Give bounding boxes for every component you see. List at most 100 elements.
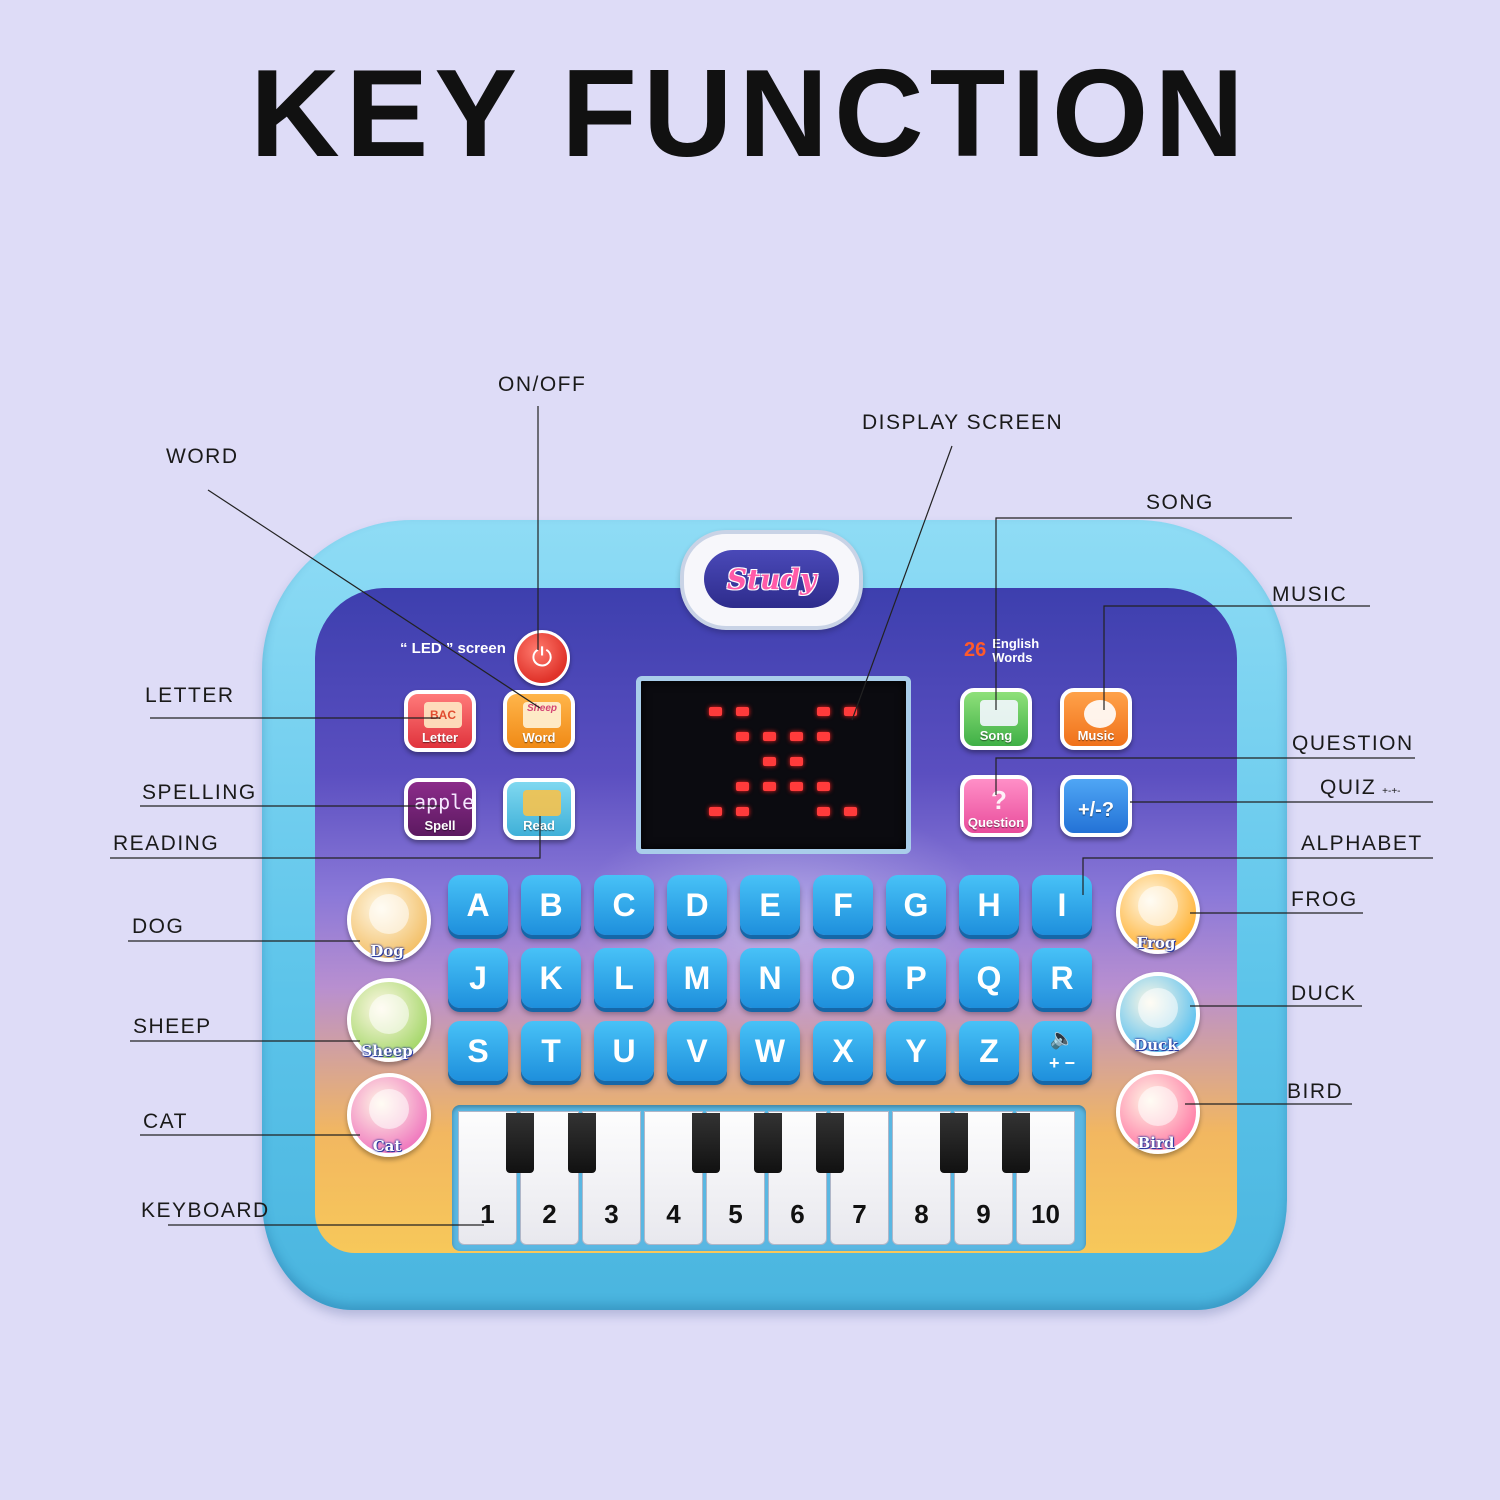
animal-label-duck: Duck (1134, 1036, 1178, 1054)
song-button[interactable]: Song (960, 688, 1032, 750)
key-n[interactable]: N (740, 948, 800, 1008)
piano-key-number: 2 (542, 1199, 557, 1229)
key-l[interactable]: L (594, 948, 654, 1008)
letter-blocks-icon: BAC (424, 702, 462, 728)
key-c[interactable]: C (594, 875, 654, 935)
led-dot (817, 807, 830, 816)
key-t[interactable]: T (521, 1021, 581, 1081)
led-dot (790, 757, 803, 766)
piano-key-10[interactable]: 10 (1016, 1111, 1075, 1245)
piano-key-number: 9 (976, 1199, 991, 1229)
key-g[interactable]: G (886, 875, 946, 935)
piano-key-number: 6 (790, 1199, 805, 1229)
piano-key-number: 8 (914, 1199, 929, 1229)
key-j[interactable]: J (448, 948, 508, 1008)
key-h[interactable]: H (959, 875, 1019, 935)
key-w[interactable]: W (740, 1021, 800, 1081)
led-dot (763, 732, 776, 741)
quiz-button[interactable]: +/-? (1060, 775, 1132, 837)
led-dot (709, 707, 722, 716)
letter-button[interactable]: BAC Letter (404, 690, 476, 752)
music-sheet-icon (980, 700, 1018, 726)
led-dot (844, 707, 857, 716)
key-m[interactable]: M (667, 948, 727, 1008)
key-k[interactable]: K (521, 948, 581, 1008)
key-a[interactable]: A (448, 875, 508, 935)
key-b[interactable]: B (521, 875, 581, 935)
power-button[interactable]: ⏻ (514, 630, 570, 686)
animal-label-cat: Cat (372, 1137, 402, 1155)
piano-black-key[interactable] (692, 1113, 720, 1173)
callout-duck: DUCK (1291, 982, 1357, 1005)
key-x[interactable]: X (813, 1021, 873, 1081)
led-dot (817, 782, 830, 791)
piano-key-number: 3 (604, 1199, 619, 1229)
piano-key-number: 5 (728, 1199, 743, 1229)
animal-label-frog: Frog (1136, 934, 1176, 952)
key-s[interactable]: S (448, 1021, 508, 1081)
key-p[interactable]: P (886, 948, 946, 1008)
cat-icon (369, 1089, 409, 1129)
animal-button-sheep[interactable] (347, 978, 431, 1062)
animal-button-cat[interactable] (347, 1073, 431, 1157)
key-e[interactable]: E (740, 875, 800, 935)
led-dot (736, 807, 749, 816)
handle: Study (680, 530, 863, 630)
animal-label-sheep: Sheep (361, 1042, 413, 1060)
piano-black-key[interactable] (506, 1113, 534, 1173)
power-icon: ⏻ (531, 642, 553, 672)
key-o[interactable]: O (813, 948, 873, 1008)
callout-keyboard: KEYBOARD (141, 1199, 270, 1222)
animal-button-dog[interactable] (347, 878, 431, 962)
volume-key[interactable]: 🔈+ − (1032, 1021, 1092, 1081)
question-button[interactable]: ? Question (960, 775, 1032, 837)
read-button[interactable]: Read (503, 778, 575, 840)
duck-icon (1138, 988, 1178, 1028)
animal-label-dog: Dog (370, 942, 404, 960)
callout-cat: CAT (143, 1110, 188, 1133)
display-screen (636, 676, 911, 854)
callout-sheep: SHEEP (133, 1015, 212, 1038)
callout-music: MUSIC (1272, 583, 1348, 606)
volume-plus-minus: + − (1048, 1053, 1076, 1073)
animal-label-bird: Bird (1137, 1134, 1175, 1152)
key-d[interactable]: D (667, 875, 727, 935)
led-dot (817, 732, 830, 741)
animal-button-bird[interactable] (1116, 1070, 1200, 1154)
piano-black-key[interactable] (754, 1113, 782, 1173)
key-v[interactable]: V (667, 1021, 727, 1081)
key-u[interactable]: U (594, 1021, 654, 1081)
key-q[interactable]: Q (959, 948, 1019, 1008)
page-title: KEY FUNCTION (250, 45, 1250, 183)
key-y[interactable]: Y (886, 1021, 946, 1081)
music-button[interactable]: Music (1060, 688, 1132, 750)
piano-black-key[interactable] (816, 1113, 844, 1173)
callout-dog: DOG (132, 915, 185, 938)
dog-icon (369, 894, 409, 934)
piano-black-key[interactable] (1002, 1113, 1030, 1173)
callout-question: QUESTION (1292, 732, 1414, 755)
callout-reading: READING (113, 832, 220, 855)
music-disc-icon (1084, 700, 1116, 728)
led-dot (709, 807, 722, 816)
words-count: 26 (964, 639, 987, 662)
led-dot (736, 732, 749, 741)
sheep-card-icon: Sheep (523, 702, 561, 728)
piano-black-key[interactable] (940, 1113, 968, 1173)
callout-display-screen: DISPLAY SCREEN (862, 411, 1064, 434)
question-mark-icon: ? (991, 785, 1007, 815)
key-z[interactable]: Z (959, 1021, 1019, 1081)
led-dot (736, 707, 749, 716)
apple-text-icon: apple (414, 790, 475, 814)
piano-black-key[interactable] (568, 1113, 596, 1173)
led-dot (817, 707, 830, 716)
key-i[interactable]: I (1032, 875, 1092, 935)
spell-button[interactable]: apple Spell (404, 778, 476, 840)
key-r[interactable]: R (1032, 948, 1092, 1008)
key-f[interactable]: F (813, 875, 873, 935)
word-button[interactable]: Sheep Word (503, 690, 575, 752)
animal-button-duck[interactable] (1116, 972, 1200, 1056)
